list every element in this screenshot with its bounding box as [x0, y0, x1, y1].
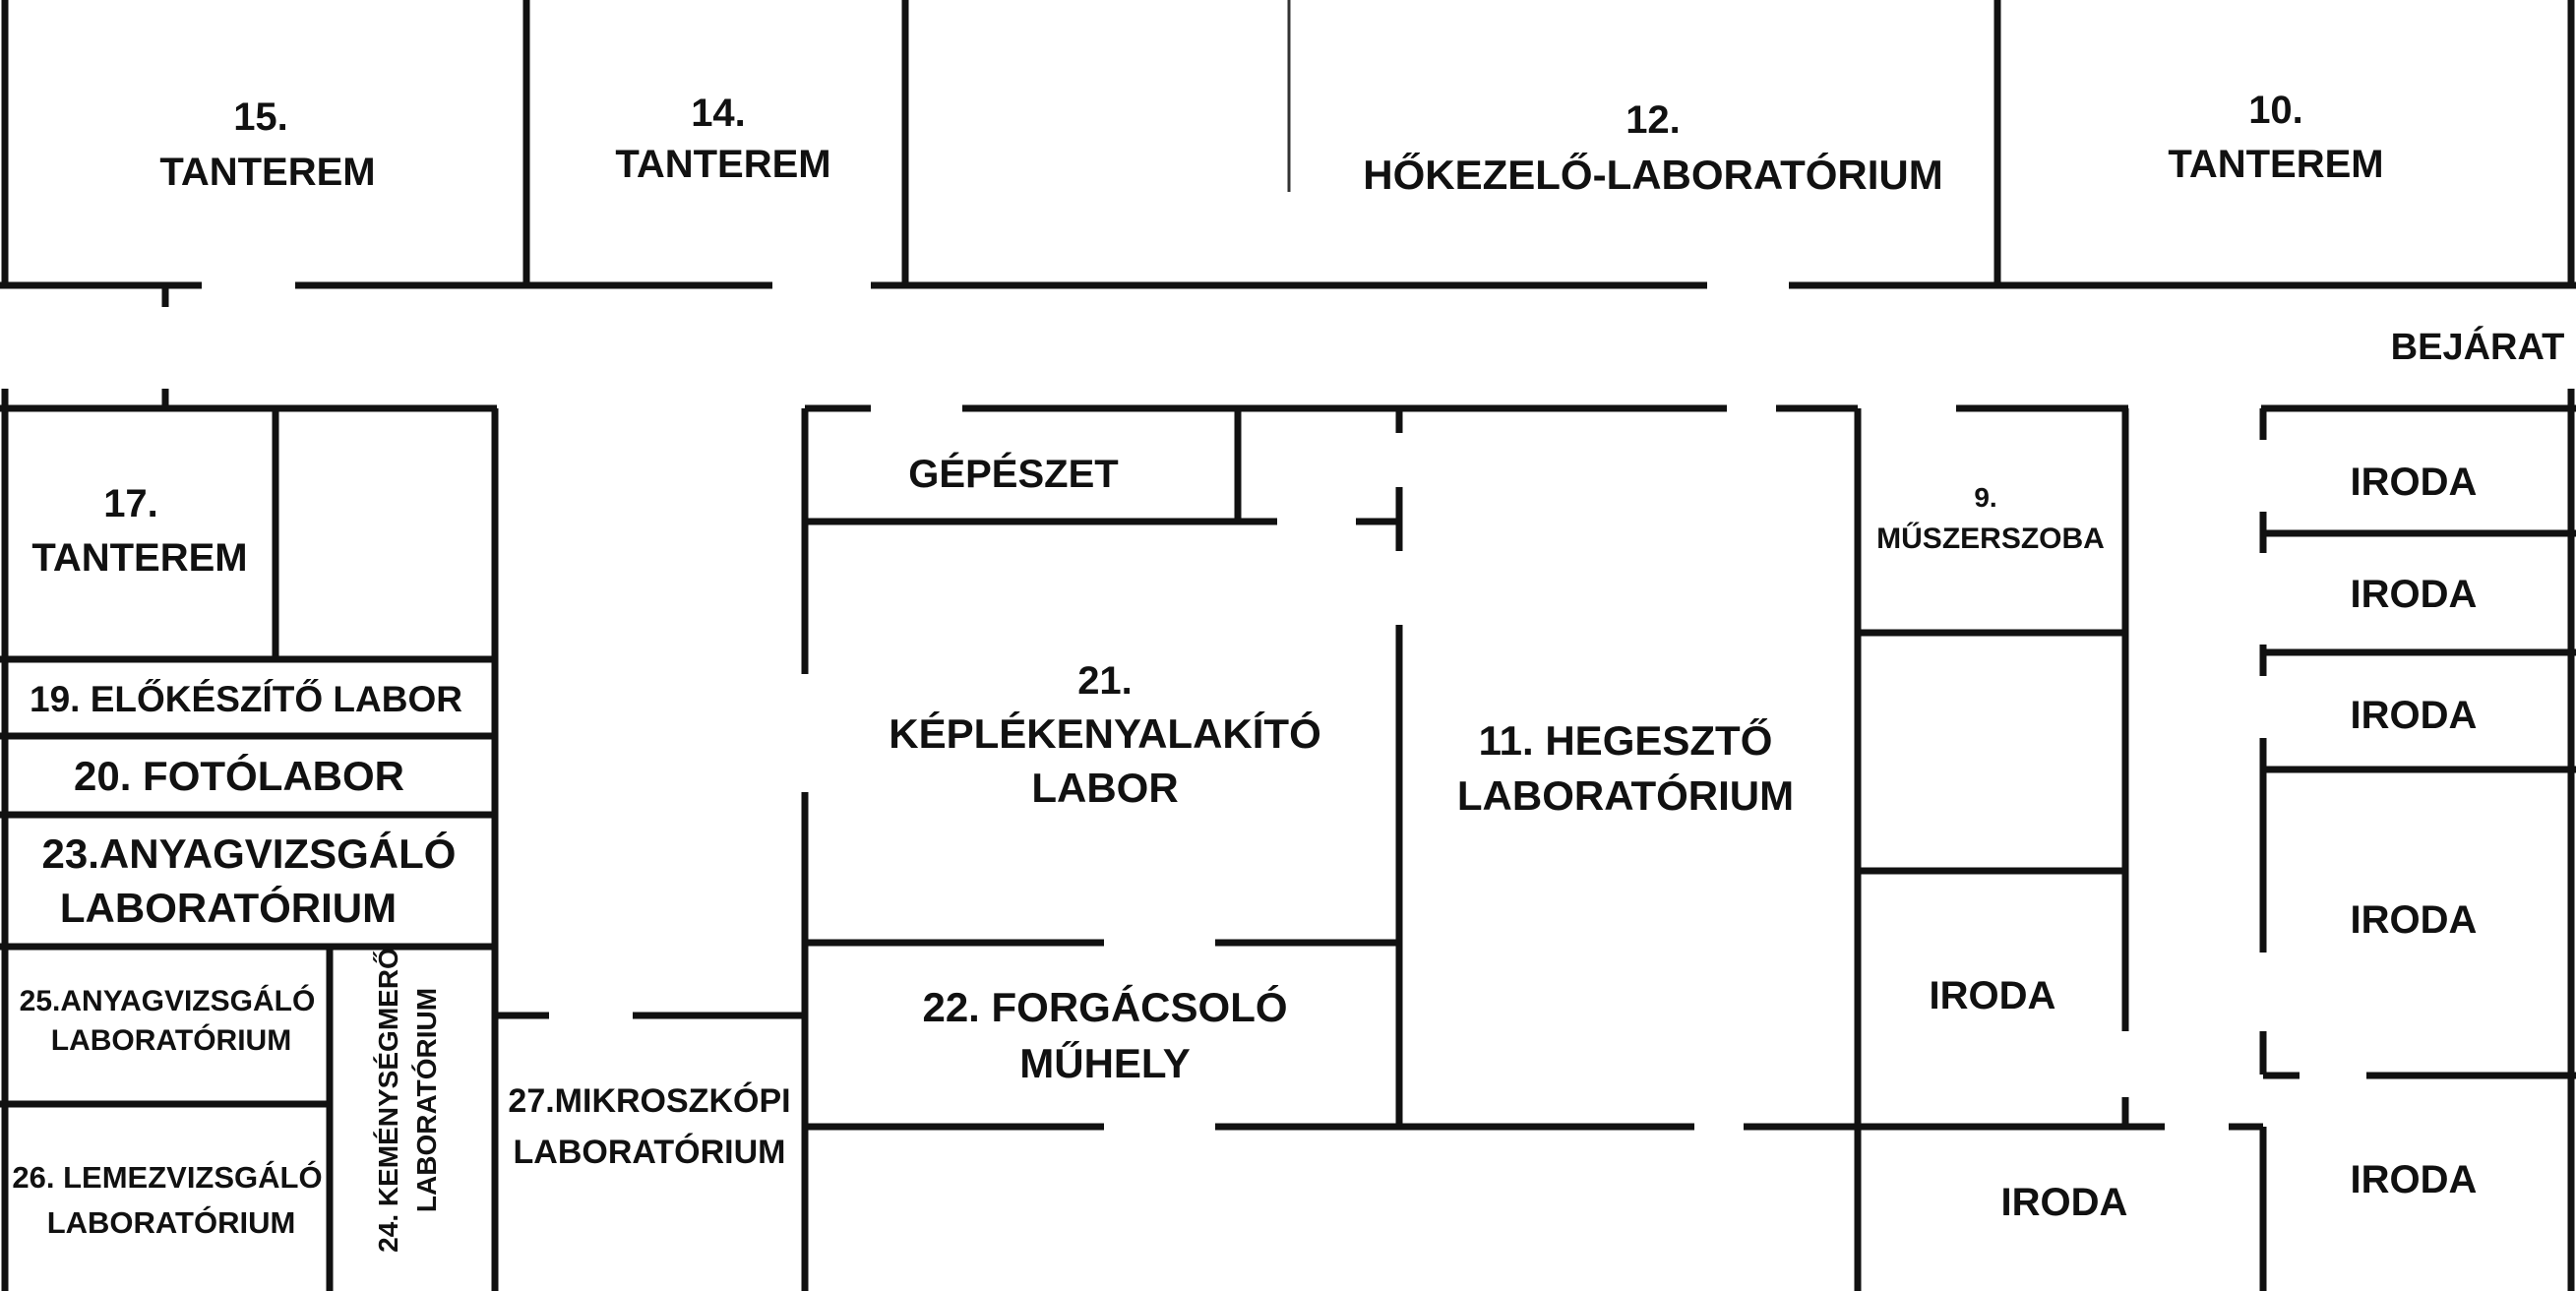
- room-14-name: TANTEREM: [615, 143, 830, 186]
- room-25-line2: LABORATÓRIUM: [51, 1023, 291, 1057]
- room-10-number: 10.: [2248, 89, 2303, 132]
- room-27-line1: 27.MIKROSZKÓPI: [508, 1082, 790, 1120]
- room-iroda-5: IRODA: [2351, 1158, 2478, 1201]
- room-24-line1: 24. KEMÉNYSÉGMERŐ: [373, 948, 403, 1253]
- room-iroda-6: IRODA: [1930, 974, 2056, 1017]
- room-21-number: 21.: [1077, 659, 1133, 703]
- room-17-name: TANTEREM: [31, 536, 247, 580]
- room-10-name: TANTEREM: [2168, 143, 2383, 186]
- room-12-name: HŐKEZELŐ-LABORATÓRIUM: [1363, 151, 1943, 198]
- room-11-line1: 11. HEGESZTŐ: [1479, 717, 1773, 764]
- room-iroda-3: IRODA: [2351, 694, 2478, 737]
- room-iroda-2: IRODA: [2351, 573, 2478, 616]
- room-20: 20. FOTÓLABOR: [74, 752, 404, 799]
- room-27-line2: LABORATÓRIUM: [514, 1134, 786, 1171]
- room-iroda-1: IRODA: [2351, 461, 2478, 504]
- room-15-number: 15.: [233, 95, 288, 139]
- room-19: 19. ELŐKÉSZÍTŐ LABOR: [30, 678, 462, 719]
- room-14-number: 14.: [691, 92, 746, 135]
- room-11-line2: LABORATÓRIUM: [1457, 771, 1794, 819]
- room-21-line2: LABOR: [1031, 765, 1178, 811]
- room-17-number: 17.: [103, 482, 158, 525]
- room-26-line1: 26. LEMEZVIZSGÁLÓ: [12, 1159, 322, 1195]
- room-21-line1: KÉPLÉKENYALAKÍTÓ: [889, 709, 1321, 757]
- room-23-line2: LABORATÓRIUM: [60, 884, 397, 931]
- room-9-name: MŰSZERSZOBA: [1876, 522, 2105, 555]
- room-22-line2: MŰHELY: [1019, 1040, 1190, 1086]
- room-22-line1: 22. FORGÁCSOLÓ: [922, 983, 1287, 1030]
- room-15-name: TANTEREM: [159, 151, 375, 194]
- room-24-line2: LABORATÓRIUM: [411, 988, 442, 1212]
- room-labels: 15. TANTEREM 14. TANTEREM 12. HŐKEZELŐ-L…: [12, 89, 2564, 1253]
- room-iroda-7: IRODA: [2001, 1181, 2128, 1224]
- room-9-number: 9.: [1974, 482, 1996, 513]
- room-12-number: 12.: [1625, 98, 1681, 142]
- room-25-line1: 25.ANYAGVIZSGÁLÓ: [20, 984, 316, 1017]
- entrance-label: BEJÁRAT: [2391, 325, 2565, 368]
- room-gepeszet: GÉPÉSZET: [908, 452, 1118, 496]
- room-23-line1: 23.ANYAGVIZSGÁLÓ: [42, 830, 457, 877]
- room-iroda-4: IRODA: [2351, 898, 2478, 942]
- room-26-line2: LABORATÓRIUM: [47, 1204, 296, 1240]
